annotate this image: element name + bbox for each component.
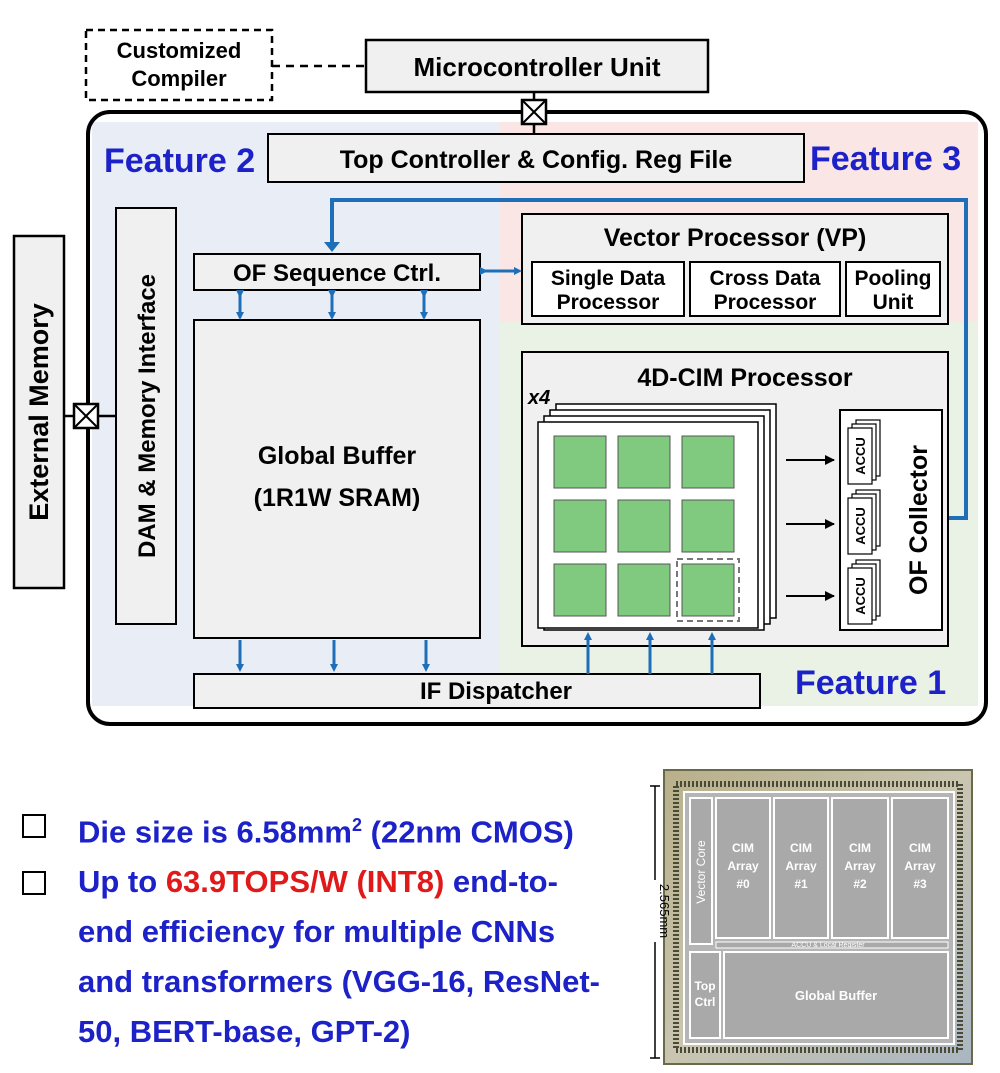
bullet1-text: Die size is 6.58mm xyxy=(78,814,352,850)
mcu-port-icon xyxy=(520,98,548,126)
cross-data-processor-box xyxy=(689,261,841,317)
die-cim2-1: CIM xyxy=(849,841,871,855)
die-cim1-2: Array xyxy=(785,859,817,873)
bullet2-pre: Up to xyxy=(78,864,166,900)
die-cim2-3: #2 xyxy=(853,877,867,891)
compiler-label-2: Compiler xyxy=(131,66,227,91)
cim-processor-title: 4D-CIM Processor xyxy=(637,364,853,392)
die-cim0-3: #0 xyxy=(736,877,750,891)
dispatcher-cim-arrows xyxy=(584,632,716,674)
die-accu-reg: ACCU & Local Register xyxy=(791,942,865,949)
die-global-buffer: Global Buffer xyxy=(795,988,877,1003)
feature3-label: Feature 3 xyxy=(810,140,961,178)
if-dispatcher-label: IF Dispatcher xyxy=(420,678,572,705)
bullet-die-size: Die size is 6.58mm2 (22nm CMOS) xyxy=(22,800,638,857)
die-cim1-3: #1 xyxy=(794,877,808,891)
bullet2-line4: 50, BERT-base, GPT-2) xyxy=(78,1014,411,1050)
feature2-label: Feature 2 xyxy=(104,142,255,180)
bullet2-line2: end efficiency for multiple CNNs xyxy=(78,914,556,950)
accu-label-2: ACCU xyxy=(853,507,868,545)
die-cim1-1: CIM xyxy=(790,841,812,855)
single-data-processor-box xyxy=(531,261,685,317)
bullet1-text-post: (22nm CMOS) xyxy=(362,814,574,850)
of-sequence-label: OF Sequence Ctrl. xyxy=(233,260,441,287)
accu-stack-1: ACCU xyxy=(847,419,881,485)
compiler-label-1: Customized xyxy=(117,38,242,63)
cim-cell-grid xyxy=(553,435,740,622)
top-controller-label: Top Controller & Config. Reg File xyxy=(340,146,733,174)
x4-label: x4 xyxy=(527,387,550,409)
of-collector-label: OF Collector xyxy=(905,445,933,595)
global-buffer-label-1: Global Buffer xyxy=(258,442,417,470)
die-topctrl-1: Top xyxy=(694,979,715,993)
accu-stack-3: ACCU xyxy=(847,559,881,625)
die-dimension-label: 2.565mm xyxy=(657,884,672,938)
bullet-efficiency: Up to 63.9TOPS/W (INT8) end-to- xyxy=(22,857,638,907)
die-cim0-1: CIM xyxy=(732,841,754,855)
gb-dispatcher-arrows xyxy=(236,640,430,672)
feedback-path xyxy=(330,198,968,520)
pool-label-2: Unit xyxy=(873,291,914,314)
accu-label-1: ACCU xyxy=(853,437,868,475)
external-memory-label: External Memory xyxy=(24,303,54,521)
feature1-label: Feature 1 xyxy=(795,664,946,702)
die-cim3-1: CIM xyxy=(909,841,931,855)
sdp-label-2: Processor xyxy=(557,291,660,314)
bullet2-highlight: 63.9TOPS/W (INT8) xyxy=(165,864,445,900)
global-buffer-label-2: (1R1W SRAM) xyxy=(254,484,421,512)
pooling-unit-box xyxy=(845,261,941,317)
checkbox-icon xyxy=(22,871,46,896)
memory-port-icon xyxy=(72,402,100,430)
cim-to-accu-arrows xyxy=(786,455,835,601)
top-controller-box xyxy=(267,133,805,183)
cdp-label-1: Cross Data xyxy=(710,267,821,290)
die-cim3-2: Array xyxy=(904,859,936,873)
bullet-list: Die size is 6.58mm2 (22nm CMOS) Up to 63… xyxy=(22,800,638,1057)
mcu-box xyxy=(364,38,710,94)
accu-label-3: ACCU xyxy=(853,577,868,615)
ofseq-gb-arrows xyxy=(236,290,428,320)
die-topctrl-2: Ctrl xyxy=(695,995,716,1009)
die-cim2-2: Array xyxy=(844,859,876,873)
sdp-label-1: Single Data xyxy=(551,267,666,290)
if-dispatcher-box xyxy=(193,673,761,709)
die-cim0-2: Array xyxy=(727,859,759,873)
external-memory-box xyxy=(12,234,66,590)
checkbox-icon xyxy=(22,814,46,838)
accu-stack-2: ACCU xyxy=(847,489,881,555)
dam-label: DAM & Memory Interface xyxy=(134,274,161,558)
die-vector-core: Vector Core xyxy=(694,840,708,904)
die-photo: Vector Core CIM Array #0 CIM Array #1 CI… xyxy=(663,769,973,1065)
cdp-label-2: Processor xyxy=(714,291,817,314)
dam-box xyxy=(115,207,177,625)
die-cim3-3: #3 xyxy=(913,877,927,891)
global-buffer-box xyxy=(193,319,481,639)
vector-processor-title: Vector Processor (VP) xyxy=(604,224,867,252)
mcu-label: Microcontroller Unit xyxy=(413,52,660,82)
die-dimension: 2.565mm xyxy=(648,785,672,1059)
bullet1-sup: 2 xyxy=(352,815,363,835)
pool-label-1: Pooling xyxy=(855,267,932,290)
bullet2-post: end-to- xyxy=(444,864,558,900)
bullet2-line3: and transformers (VGG-16, ResNet- xyxy=(78,964,600,1000)
